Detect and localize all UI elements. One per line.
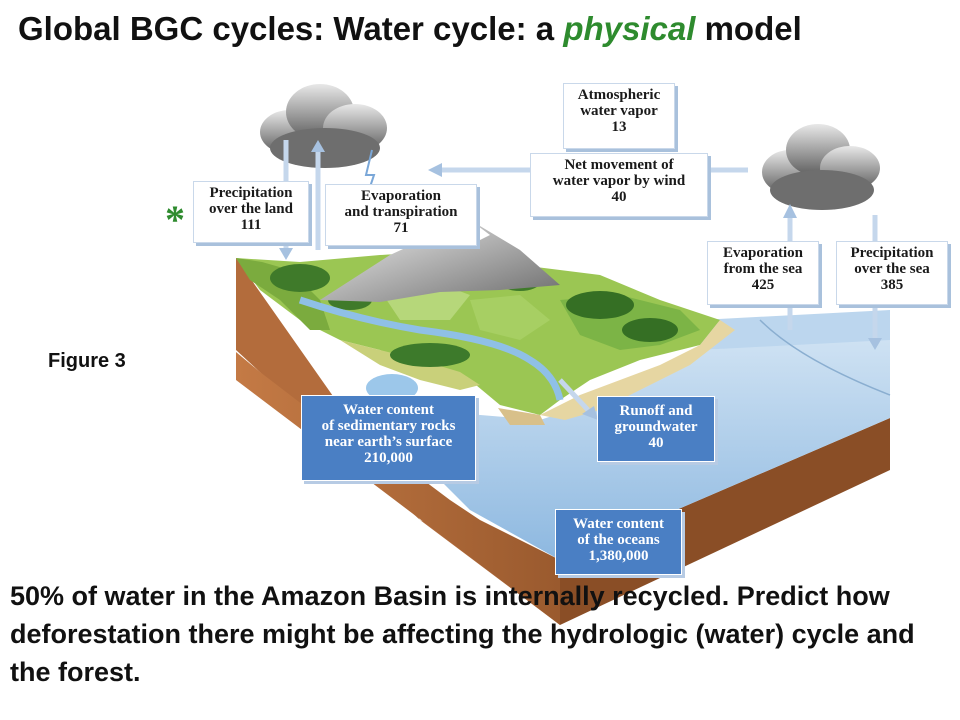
precipitation-over-sea-label: Precipitation over the sea 385 xyxy=(836,241,948,305)
asterisk-marker: * xyxy=(165,197,185,242)
atmospheric-water-vapor-label: Atmospheric water vapor 13 xyxy=(563,83,675,149)
label-line: from the sea xyxy=(723,261,803,277)
label-line: over the land xyxy=(209,201,293,217)
title-main: Global BGC cycles: Water cycle: a xyxy=(18,10,564,47)
label-line: Water content xyxy=(343,402,434,418)
label-line: Water content xyxy=(573,516,664,532)
label-value: 425 xyxy=(751,277,775,293)
label-value: 385 xyxy=(880,277,904,293)
runoff-groundwater-label: Runoff and groundwater 40 xyxy=(597,396,715,462)
cloud-right xyxy=(762,124,880,210)
label-line: Runoff and xyxy=(619,403,693,419)
label-line: Atmospheric xyxy=(577,87,661,103)
net-movement-label: Net movement of water vapor by wind 40 xyxy=(530,153,708,217)
sedimentary-rocks-label: Water content of sedimentary rocks near … xyxy=(301,395,476,481)
label-line: Precipitation xyxy=(209,185,293,201)
label-line: water vapor xyxy=(580,103,658,119)
question-text: 50% of water in the Amazon Basin is inte… xyxy=(10,581,915,687)
label-value: 71 xyxy=(393,220,409,236)
slide-title: Global BGC cycles: Water cycle: a physic… xyxy=(18,8,918,50)
label-line: Net movement of xyxy=(564,157,674,173)
figure-label: Figure 3 xyxy=(48,350,126,372)
label-value: 40 xyxy=(648,435,664,451)
label-line: Evaporation xyxy=(360,188,441,204)
evaporation-transpiration-label: Evaporation and transpiration 71 xyxy=(325,184,477,246)
ocean-content-label: Water content of the oceans 1,380,000 xyxy=(555,509,682,575)
label-value: 111 xyxy=(240,217,262,233)
label-line: of the oceans xyxy=(577,532,660,548)
title-tail: model xyxy=(695,10,802,47)
precipitation-over-land-label: Precipitation over the land 111 xyxy=(193,181,309,243)
label-value: 210,000 xyxy=(364,450,413,466)
label-value: 13 xyxy=(611,119,627,135)
label-line: groundwater xyxy=(614,419,698,435)
label-line: over the sea xyxy=(854,261,930,277)
label-line: Evaporation xyxy=(722,245,803,261)
title-accent: physical xyxy=(563,10,696,47)
label-value: 1,380,000 xyxy=(588,548,649,564)
label-value: 40 xyxy=(611,189,627,205)
label-line: water vapor by wind xyxy=(552,173,686,189)
label-line: Precipitation xyxy=(850,245,934,261)
label-line: of sedimentary rocks xyxy=(321,418,456,434)
label-line: and transpiration xyxy=(344,204,458,220)
label-line: near earth’s surface xyxy=(324,434,453,450)
evaporation-from-sea-label: Evaporation from the sea 425 xyxy=(707,241,819,305)
